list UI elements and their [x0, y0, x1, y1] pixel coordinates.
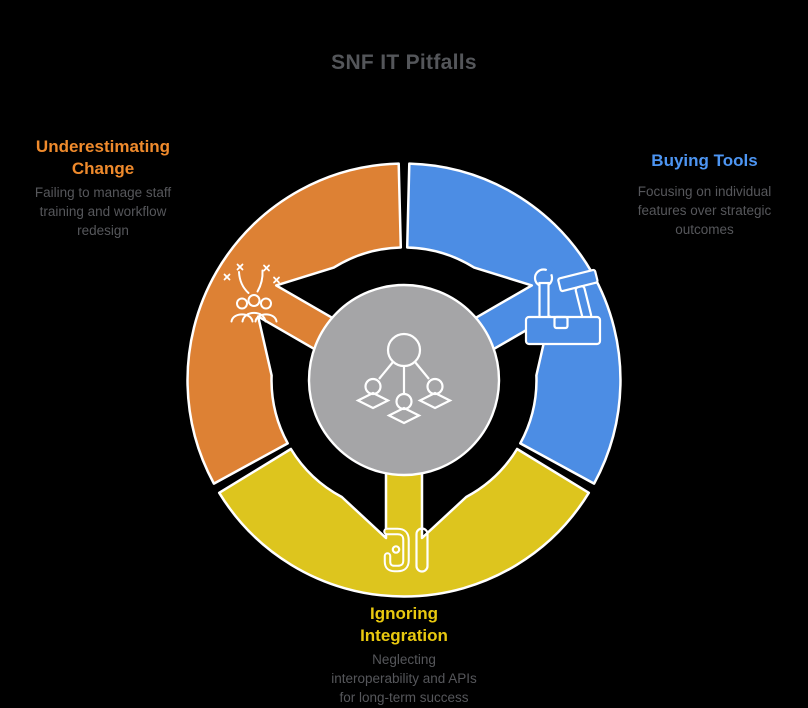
integration-bar — [415, 527, 429, 573]
pitfall-label-integration: Ignoring Integration Neglecting interope… — [302, 603, 506, 707]
donut-segment-change — [186, 162, 403, 485]
page-title: SNF IT Pitfalls — [331, 51, 477, 74]
toolbox — [524, 315, 602, 346]
hook-inner — [385, 529, 408, 571]
pitfall-heading-tools: Buying Tools — [651, 151, 758, 170]
people-celebration-icon — [223, 263, 280, 323]
pitfall-label-change: Underestimating Change Failing to manage… — [0, 136, 206, 240]
toolbox-slot — [553, 315, 569, 330]
pitfall-heading-integration: Ignoring Integration — [360, 604, 448, 645]
donut-segment-tools — [405, 162, 622, 485]
confetti-swoosh-right — [256, 269, 264, 293]
hook-dot — [391, 545, 401, 554]
donut-segment-integration — [217, 447, 591, 598]
pitfall-description-change: Failing to manage staff training and wor… — [34, 185, 172, 238]
pitfall-description-tools: Focusing on individual features over str… — [637, 184, 772, 237]
sparkles-icon — [223, 263, 280, 284]
pitfall-description-integration: Neglecting interoperability and APIs for… — [331, 652, 477, 705]
org-hierarchy-icon — [355, 332, 453, 425]
hammer-icon — [557, 268, 599, 321]
pitfall-heading-change: Underestimating Change — [35, 137, 171, 178]
integration-icon — [383, 527, 429, 573]
tools-icon — [524, 264, 602, 346]
donut-segments — [186, 162, 622, 598]
confetti-swoosh-left — [238, 271, 250, 294]
pitfall-label-tools: Buying Tools Focusing on individual feat… — [601, 150, 808, 239]
